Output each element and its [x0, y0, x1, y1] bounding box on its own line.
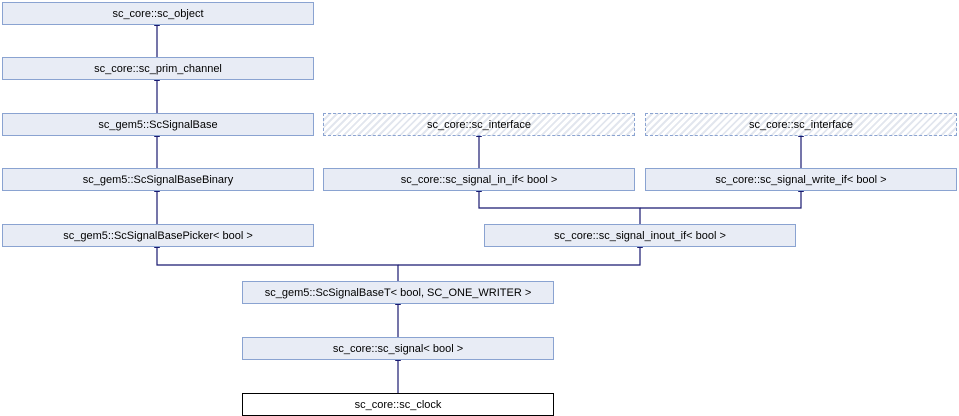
edge-inout-to-inif [476, 184, 641, 224]
node-sc-signal-base[interactable]: sc_gem5::ScSignalBase [2, 113, 314, 136]
edge-baset-to-inout [398, 240, 643, 266]
node-sc-signal-write-if[interactable]: sc_core::sc_signal_write_if< bool > [645, 168, 957, 191]
node-sc-signal-inout-if[interactable]: sc_core::sc_signal_inout_if< bool > [484, 224, 796, 247]
node-sc-clock-current: sc_core::sc_clock [242, 393, 554, 416]
node-sc-interface: sc_core::sc_interface [323, 113, 635, 136]
node-sc-object[interactable]: sc_core::sc_object [2, 2, 314, 25]
node-sc-signal[interactable]: sc_core::sc_signal< bool > [242, 337, 554, 360]
node-sc-signal-in-if[interactable]: sc_core::sc_signal_in_if< bool > [323, 168, 635, 191]
node-sc-signal-base-picker[interactable]: sc_gem5::ScSignalBasePicker< bool > [2, 224, 314, 247]
node-sc-interface: sc_core::sc_interface [645, 113, 957, 136]
node-sc-prim-channel[interactable]: sc_core::sc_prim_channel [2, 57, 314, 80]
edge-baset-to-picker [154, 240, 399, 281]
node-sc-signal-base-t[interactable]: sc_gem5::ScSignalBaseT< bool, SC_ONE_WRI… [242, 281, 554, 304]
edge-inout-to-writeif [640, 184, 804, 209]
node-sc-signal-base-binary[interactable]: sc_gem5::ScSignalBaseBinary [2, 168, 314, 191]
